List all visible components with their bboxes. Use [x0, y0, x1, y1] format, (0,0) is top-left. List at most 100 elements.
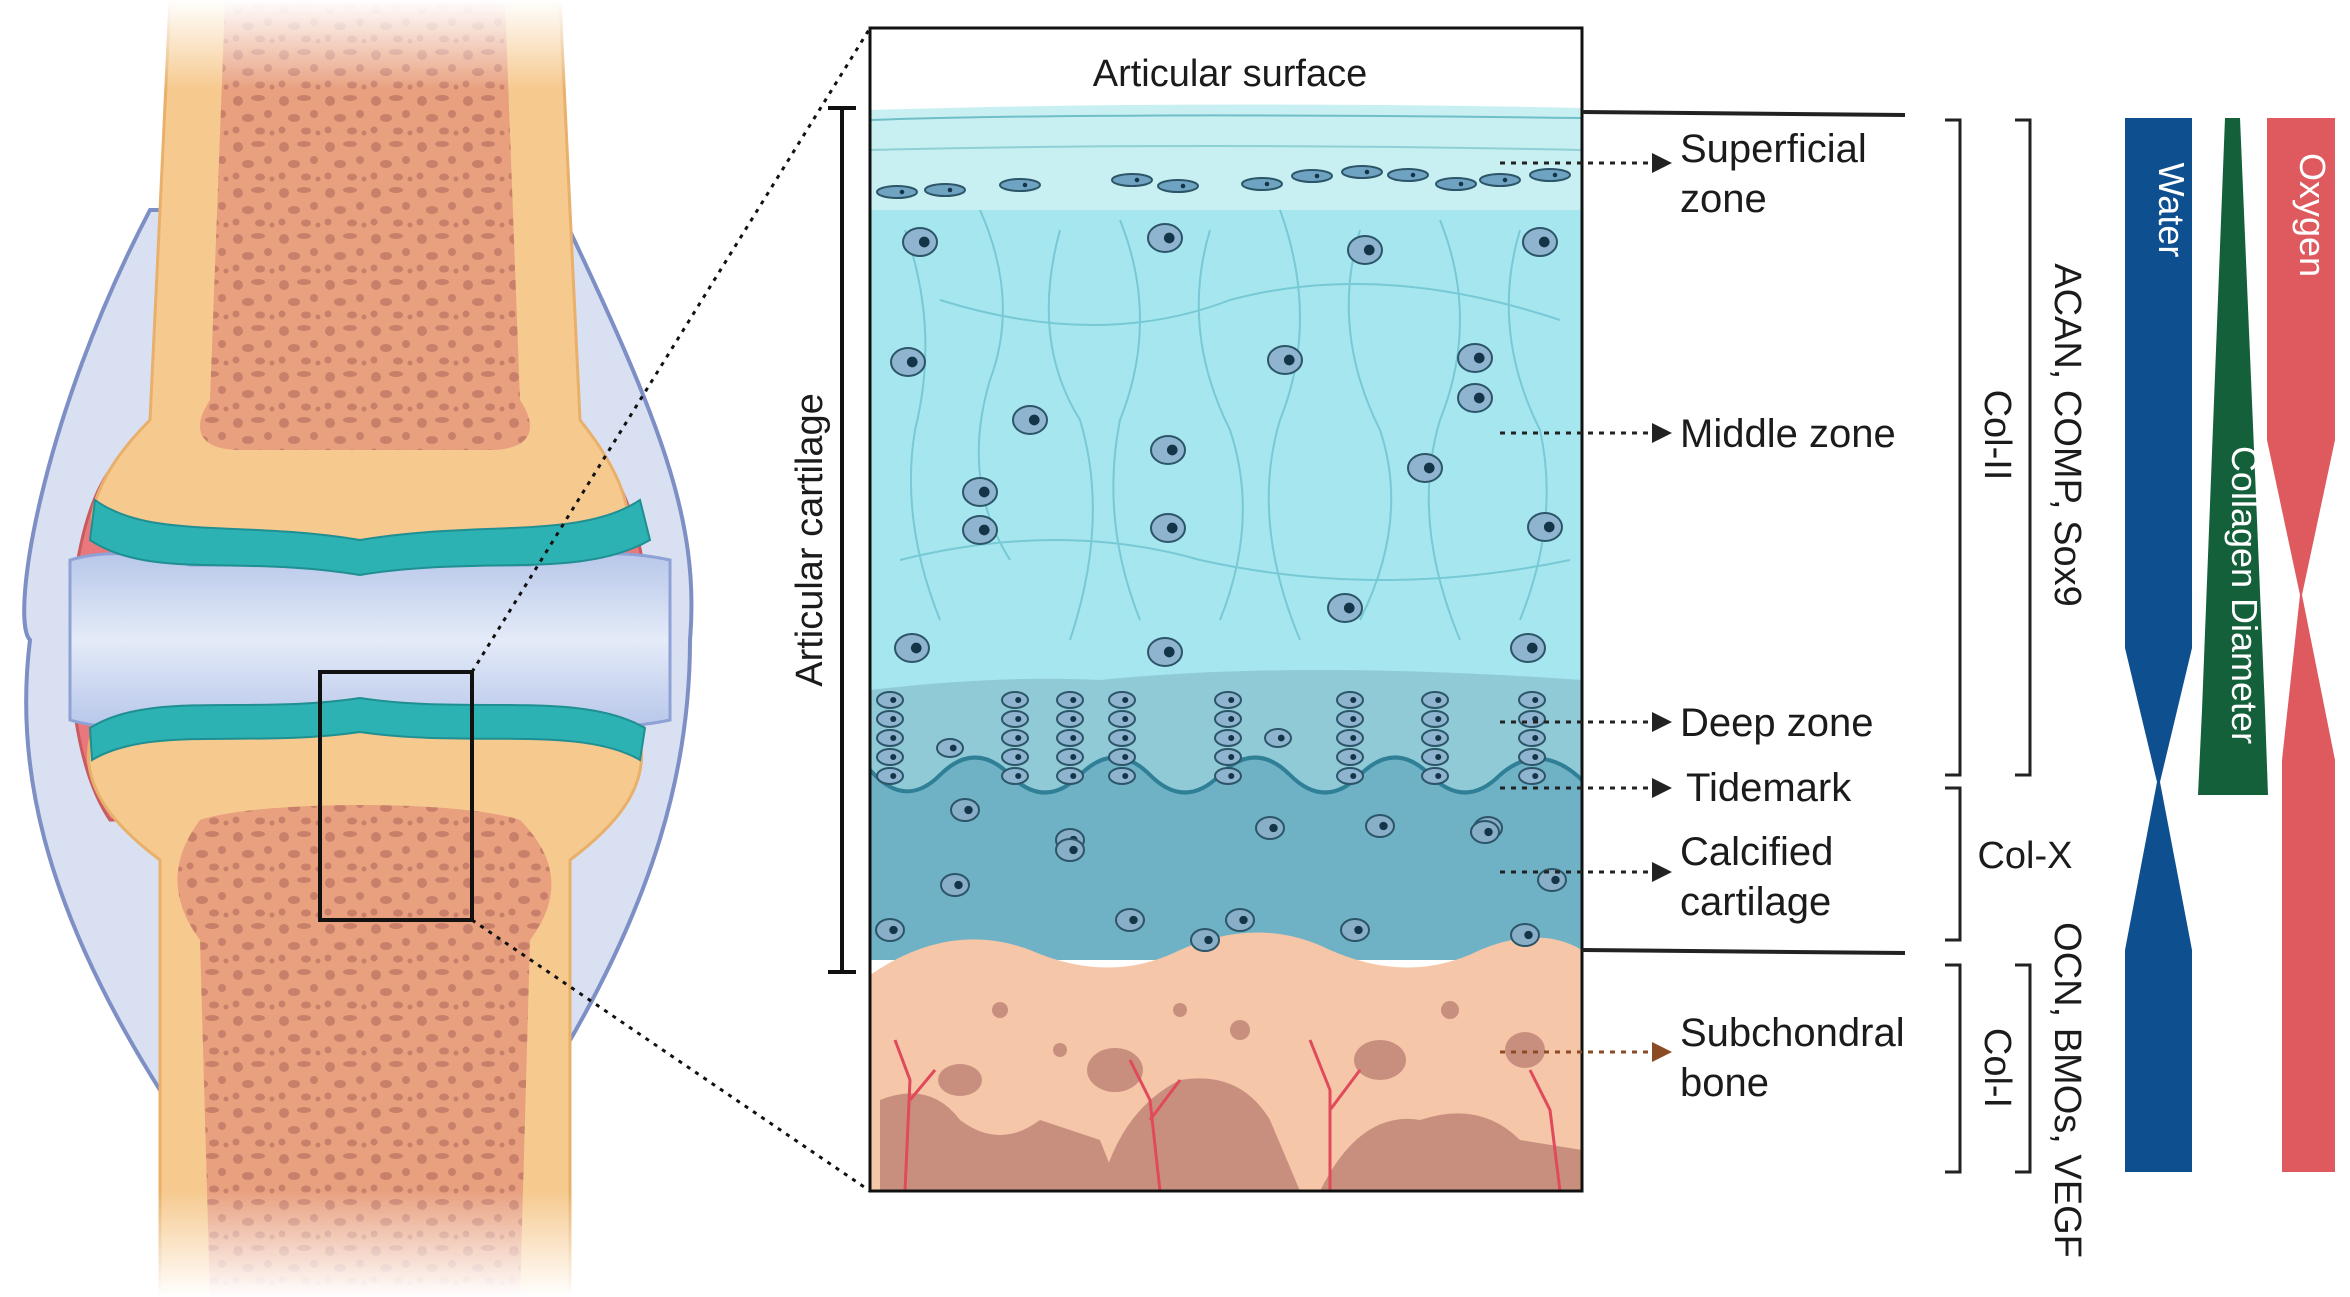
chondrocyte-nucleus — [1350, 715, 1357, 723]
chondrocyte-nucleus — [1129, 915, 1138, 925]
collagen-fibre — [1267, 209, 1301, 641]
chondrocyte-nucleus — [1228, 772, 1235, 780]
chondrocyte-nucleus — [1015, 715, 1022, 723]
chondrocyte — [1108, 767, 1136, 785]
chondrocyte-nucleus — [1314, 173, 1320, 179]
zoom-selection-box — [318, 670, 474, 922]
chondrocyte-nucleus — [1379, 821, 1388, 831]
chondrocyte — [1518, 710, 1546, 728]
chondrocyte-nucleus — [1264, 181, 1270, 187]
bone-boundary-line — [1581, 948, 1906, 955]
chondrocyte — [1435, 177, 1477, 191]
callout-arrowheads — [1652, 153, 1672, 1062]
chondrocyte — [1214, 691, 1242, 709]
acan-comp-sox9-label: ACAN, COMP, Sox9 — [2046, 263, 2088, 607]
chondrocyte — [1336, 710, 1364, 728]
chondrocyte-nucleus — [1435, 734, 1442, 742]
chondrocyte — [1111, 173, 1153, 187]
tidemark-label: Tidemark — [1686, 766, 1852, 810]
deep-zone-label: Deep zone — [1680, 701, 1873, 745]
gradient-bars — [2125, 118, 2335, 1172]
chondrocyte-nucleus — [978, 486, 990, 498]
chondrocyte — [1518, 767, 1546, 785]
chondrocyte-nucleus — [1350, 696, 1357, 704]
chondrocyte — [1001, 748, 1029, 766]
chondrocyte — [1056, 748, 1084, 766]
chondrocyte-nucleus — [1502, 177, 1508, 183]
marker-brackets — [1945, 118, 2032, 1174]
chondrocyte-nucleus — [890, 715, 897, 723]
chondrocyte — [876, 691, 904, 709]
chondrocyte — [1157, 179, 1199, 193]
chondrocyte — [1387, 168, 1429, 182]
chondrocyte — [1421, 748, 1449, 766]
chondrocyte-nucleus — [1473, 392, 1485, 404]
chondrocyte-nucleus — [1277, 734, 1285, 742]
chondrocyte — [1056, 767, 1084, 785]
chondrocyte-nucleus — [1364, 169, 1370, 175]
chondrocyte-nucleus — [1163, 646, 1175, 658]
chondrocyte — [1421, 767, 1449, 785]
chondrocyte-nucleus — [1239, 915, 1248, 925]
chondrocyte-nucleus — [1484, 827, 1493, 837]
chondrocyte — [1336, 729, 1364, 747]
chondrocyte-nucleus — [890, 753, 897, 761]
chondrocyte-nucleus — [1363, 244, 1375, 256]
chondrocyte — [876, 710, 904, 728]
chondrocyte-nucleus — [1228, 696, 1235, 704]
chondrocyte-nucleus — [1350, 772, 1357, 780]
chondrocyte-nucleus — [1028, 414, 1040, 426]
chondrocyte-nucleus — [1343, 602, 1355, 614]
chondrocyte — [999, 178, 1041, 192]
articular-cartilage-label: Articular cartilage — [789, 393, 831, 687]
chondrocyte-nucleus — [1015, 734, 1022, 742]
chondrocyte-nucleus — [1022, 182, 1028, 188]
chondrocyte — [1001, 710, 1029, 728]
chondrocyte — [1108, 710, 1136, 728]
chondrocyte — [1529, 168, 1571, 182]
zoom-line-bottom — [471, 918, 871, 1193]
collagen-fibre — [939, 283, 1561, 326]
chondrocyte-nucleus — [890, 696, 897, 704]
chondrocyte — [1108, 729, 1136, 747]
subchondral-bone-label: Subchondral bone — [1680, 1011, 1916, 1105]
chondrocyte — [1336, 748, 1364, 766]
cartilage-zones-panel: Articular surface — [868, 26, 1584, 1193]
chondrocyte-nucleus — [1435, 753, 1442, 761]
articular-surface-label: Articular surface — [1093, 53, 1368, 95]
collagen-fibre — [1427, 219, 1461, 641]
chondrocyte-nucleus — [1015, 696, 1022, 704]
chondrocyte — [1214, 729, 1242, 747]
chondrocyte-nucleus — [1473, 352, 1485, 364]
chondrocyte-nucleus — [1350, 753, 1357, 761]
chondrocyte — [1518, 691, 1546, 709]
chondrocyte-nucleus — [1532, 734, 1539, 742]
chondrocyte-nucleus — [910, 642, 922, 654]
chondrocyte-nucleus — [1228, 734, 1235, 742]
chondrocyte-nucleus — [1552, 172, 1558, 178]
calcified-cartilage-label: Calcified cartilage — [1680, 830, 1845, 924]
chondrocyte — [1341, 165, 1383, 179]
collagen-fibre — [1047, 229, 1094, 641]
chondrocyte-nucleus — [1122, 772, 1129, 780]
chondrocyte — [1056, 691, 1084, 709]
superficial-zone-bg — [870, 104, 1582, 210]
surface-boundary-line — [1581, 110, 1906, 117]
blood-vessels — [893, 1039, 1562, 1191]
chondrocyte-nucleus — [954, 880, 963, 890]
chondrocyte-nucleus — [1122, 696, 1129, 704]
chondrocyte-nucleus — [1070, 734, 1077, 742]
chondrocyte-nucleus — [1070, 696, 1077, 704]
chondrocytes — [875, 165, 1571, 952]
chondrocyte-nucleus — [1180, 183, 1186, 189]
col2-label: Col-II — [1976, 390, 2018, 481]
chondrocyte-nucleus — [1163, 232, 1175, 244]
chondrocyte-nucleus — [1122, 753, 1129, 761]
ocn-bmos-vegf-label: OCN, BMOs, VEGF — [2046, 922, 2088, 1258]
chondrocyte — [876, 767, 904, 785]
chondrocyte — [1214, 710, 1242, 728]
zoom-line-top — [470, 27, 872, 673]
chondrocyte-nucleus — [890, 772, 897, 780]
knee-joint-illustration — [0, 0, 720, 1297]
